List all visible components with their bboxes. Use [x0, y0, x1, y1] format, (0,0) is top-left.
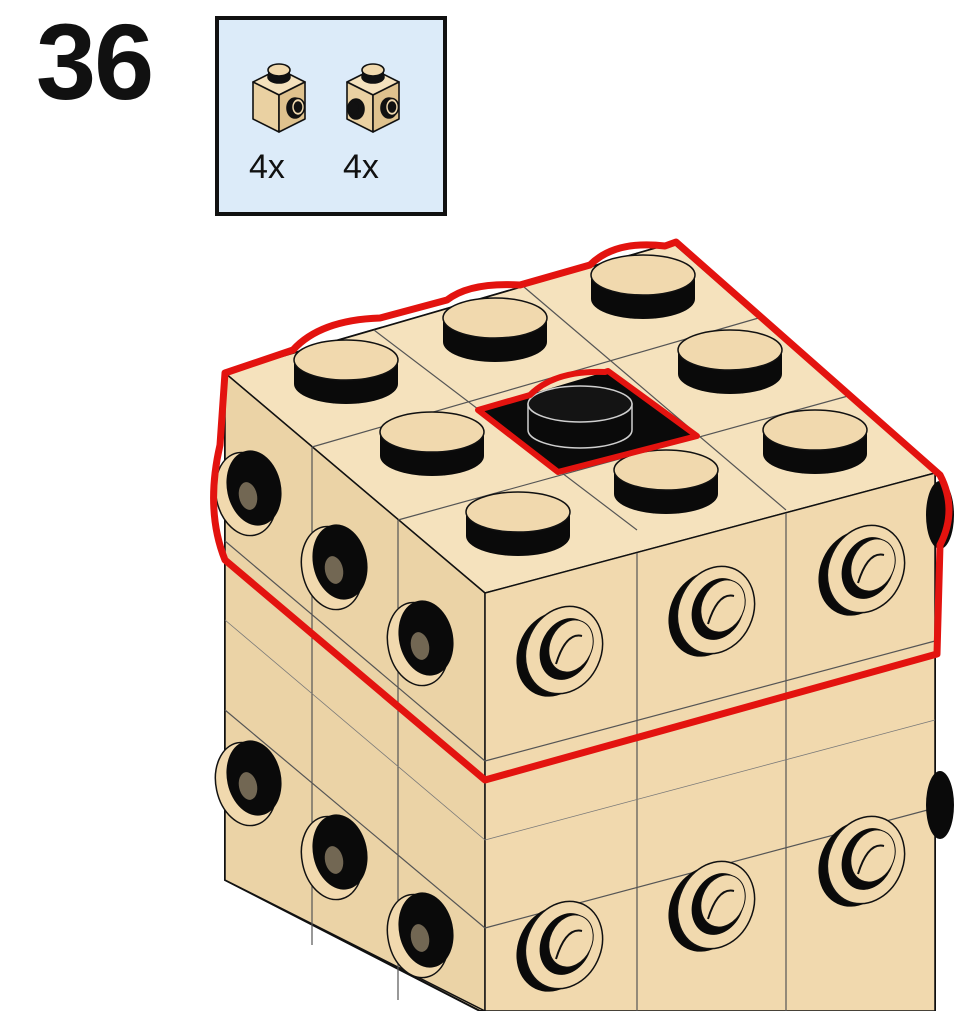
assembly-illustration	[0, 0, 955, 1011]
